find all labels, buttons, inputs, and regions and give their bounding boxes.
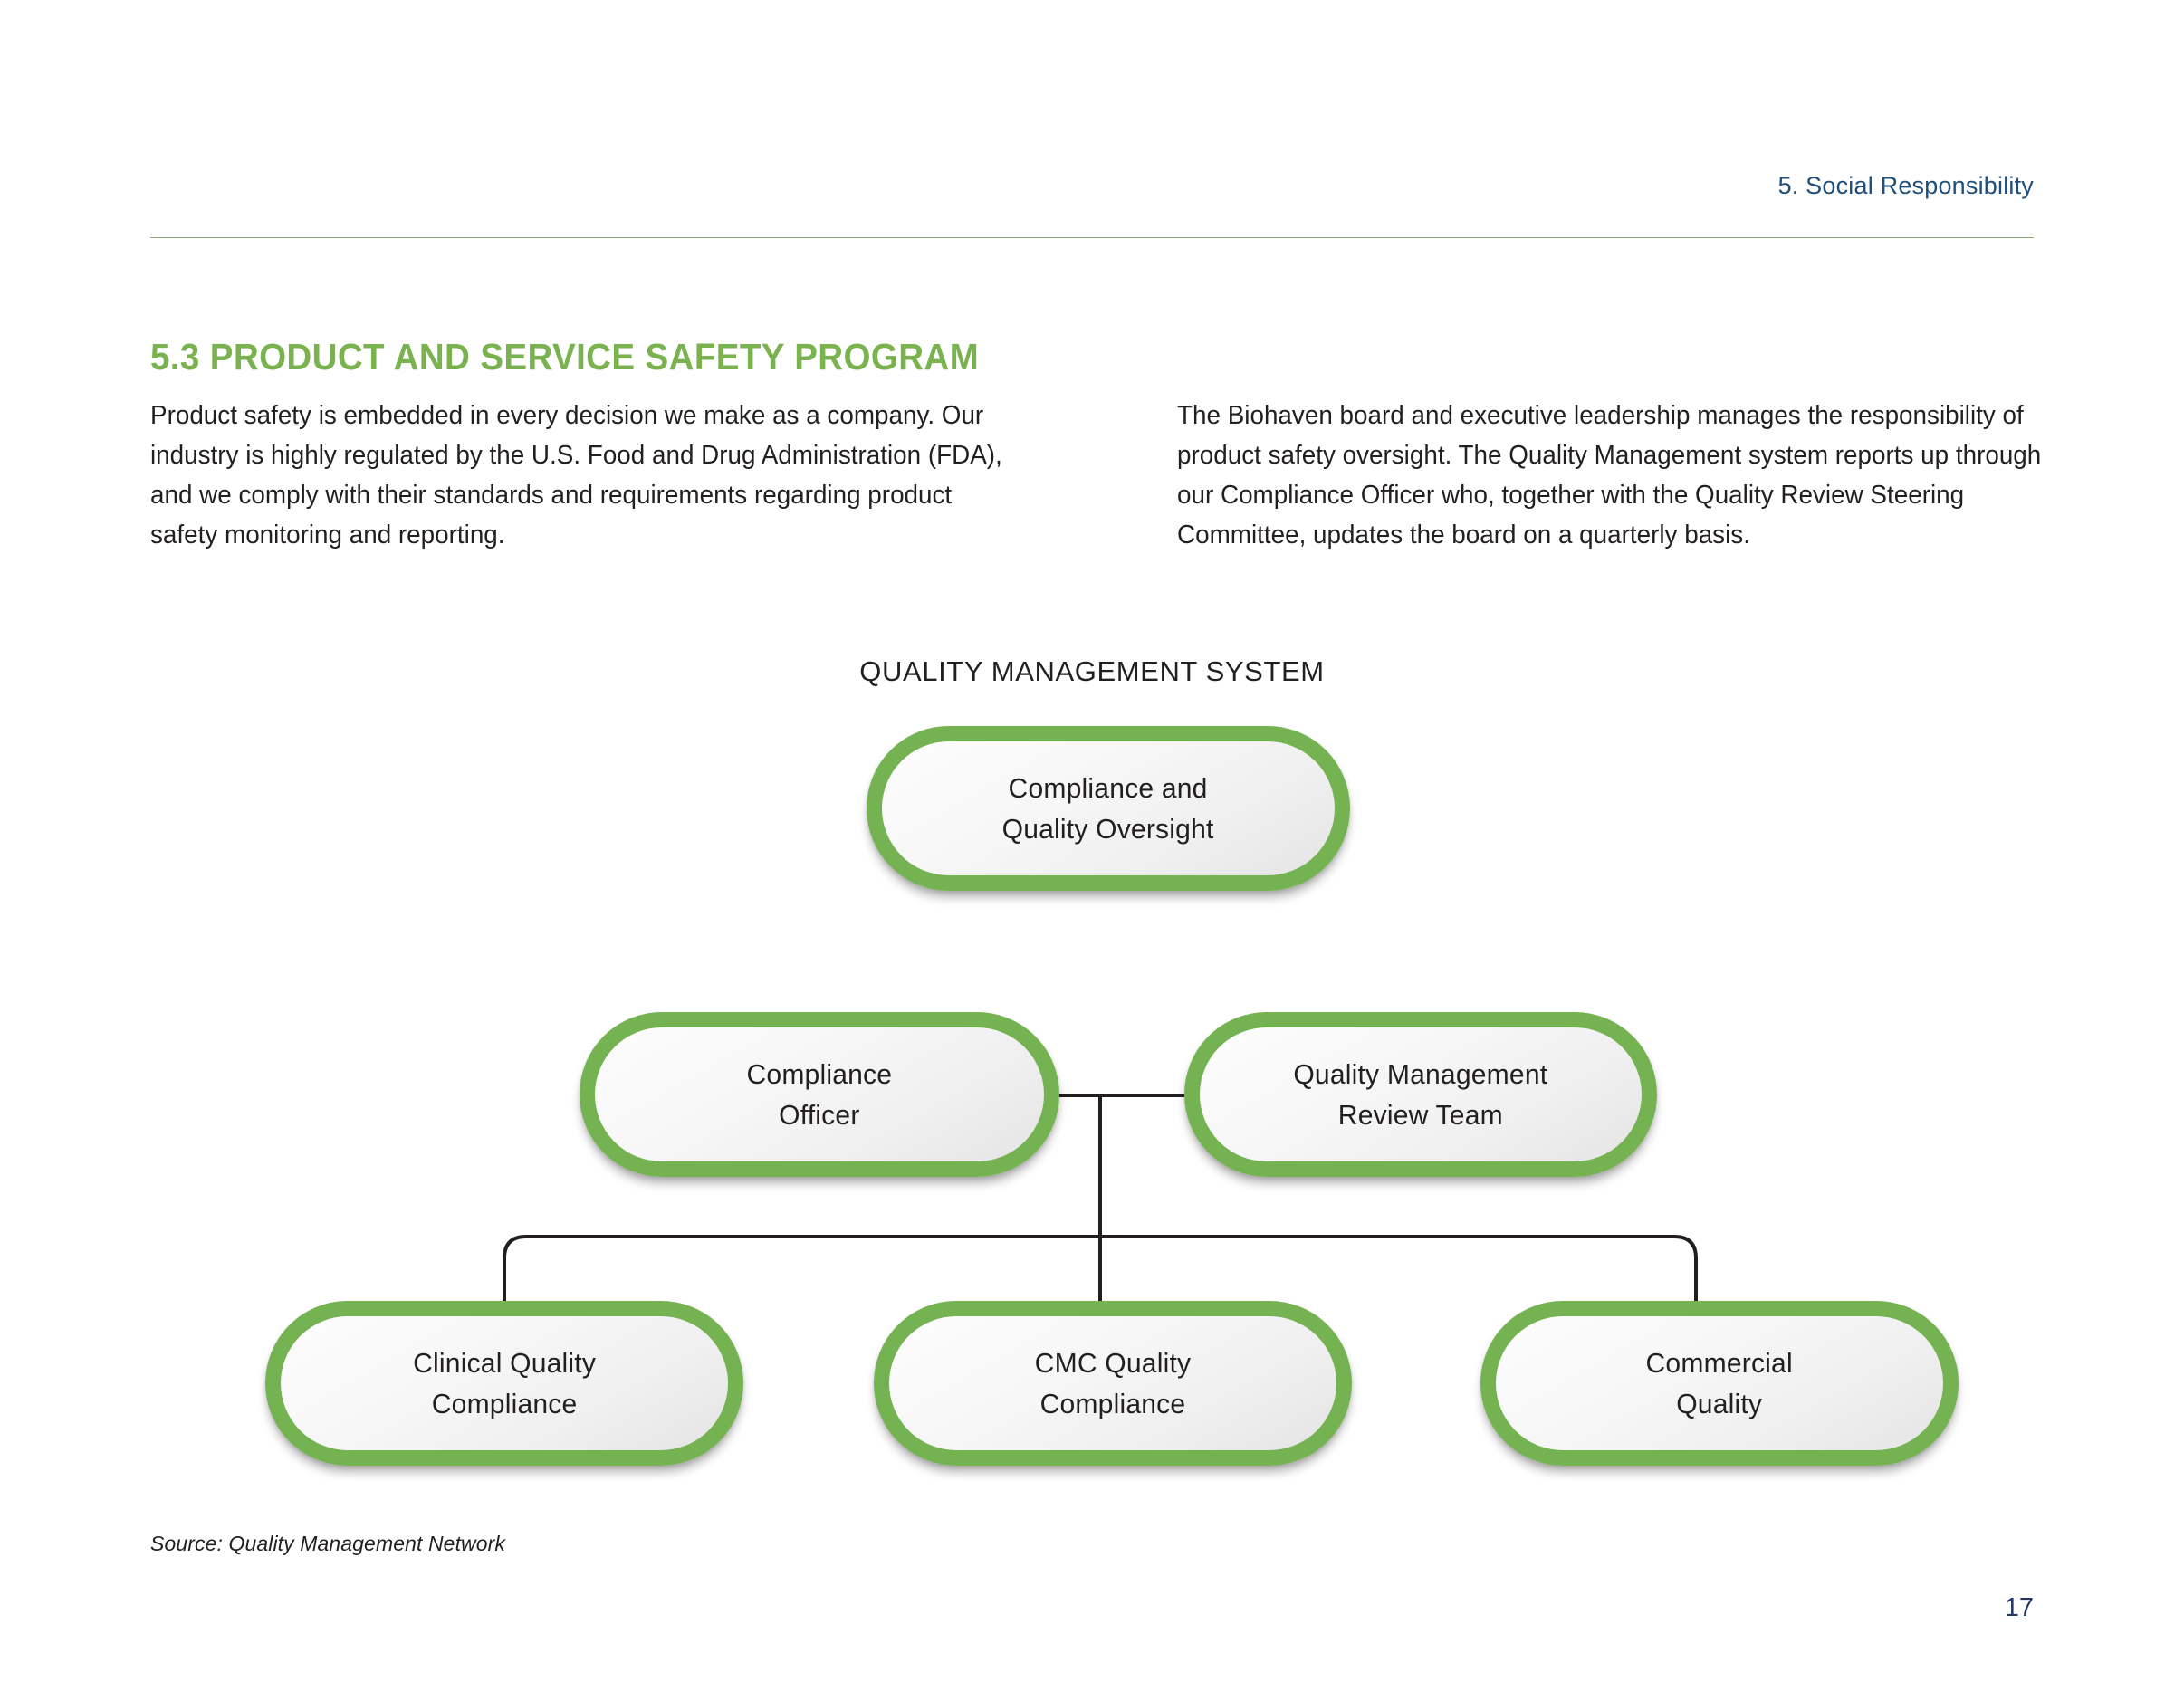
body-column-right: The Biohaven board and executive leaders… bbox=[1177, 396, 2055, 555]
page-number: 17 bbox=[2004, 1593, 2034, 1622]
connector-bottom-bus bbox=[503, 1235, 1698, 1301]
diagram-title: QUALITY MANAGEMENT SYSTEM bbox=[859, 655, 1325, 687]
header-divider-rule bbox=[150, 237, 2034, 238]
header-section-label: 5. Social Responsibility bbox=[1777, 172, 2034, 199]
source-caption: Source: Quality Management Network bbox=[150, 1532, 506, 1555]
node-compliance-and-quality-oversight[interactable]: Compliance and Quality Oversight bbox=[867, 726, 1350, 891]
node-label: Compliance Officer bbox=[746, 1058, 893, 1131]
page-title: 5.3 PRODUCT AND SERVICE SAFETY PROGRAM bbox=[150, 336, 980, 378]
node-quality-management-review-team[interactable]: Quality Management Review Team bbox=[1184, 1012, 1657, 1177]
page-header: 5. Social Responsibility bbox=[150, 172, 2034, 240]
node-label: Clinical Quality Compliance bbox=[413, 1347, 596, 1419]
node-compliance-officer[interactable]: Compliance Officer bbox=[580, 1012, 1059, 1177]
node-label: Compliance and Quality Oversight bbox=[1002, 772, 1214, 845]
node-label: Quality Management Review Team bbox=[1293, 1058, 1548, 1131]
body-paragraph-right: The Biohaven board and executive leaders… bbox=[1177, 401, 2042, 550]
body-paragraph-left: Product safety is embedded in every deci… bbox=[150, 401, 1002, 550]
node-label: Commercial Quality bbox=[1645, 1347, 1794, 1419]
node-commercial-quality[interactable]: Commercial Quality bbox=[1480, 1301, 1959, 1466]
body-column-left: Product safety is embedded in every deci… bbox=[150, 396, 1020, 555]
node-label: CMC Quality Compliance bbox=[1034, 1347, 1192, 1419]
node-clinical-quality-compliance[interactable]: Clinical Quality Compliance bbox=[265, 1301, 743, 1466]
node-cmc-quality-compliance[interactable]: CMC Quality Compliance bbox=[874, 1301, 1352, 1466]
